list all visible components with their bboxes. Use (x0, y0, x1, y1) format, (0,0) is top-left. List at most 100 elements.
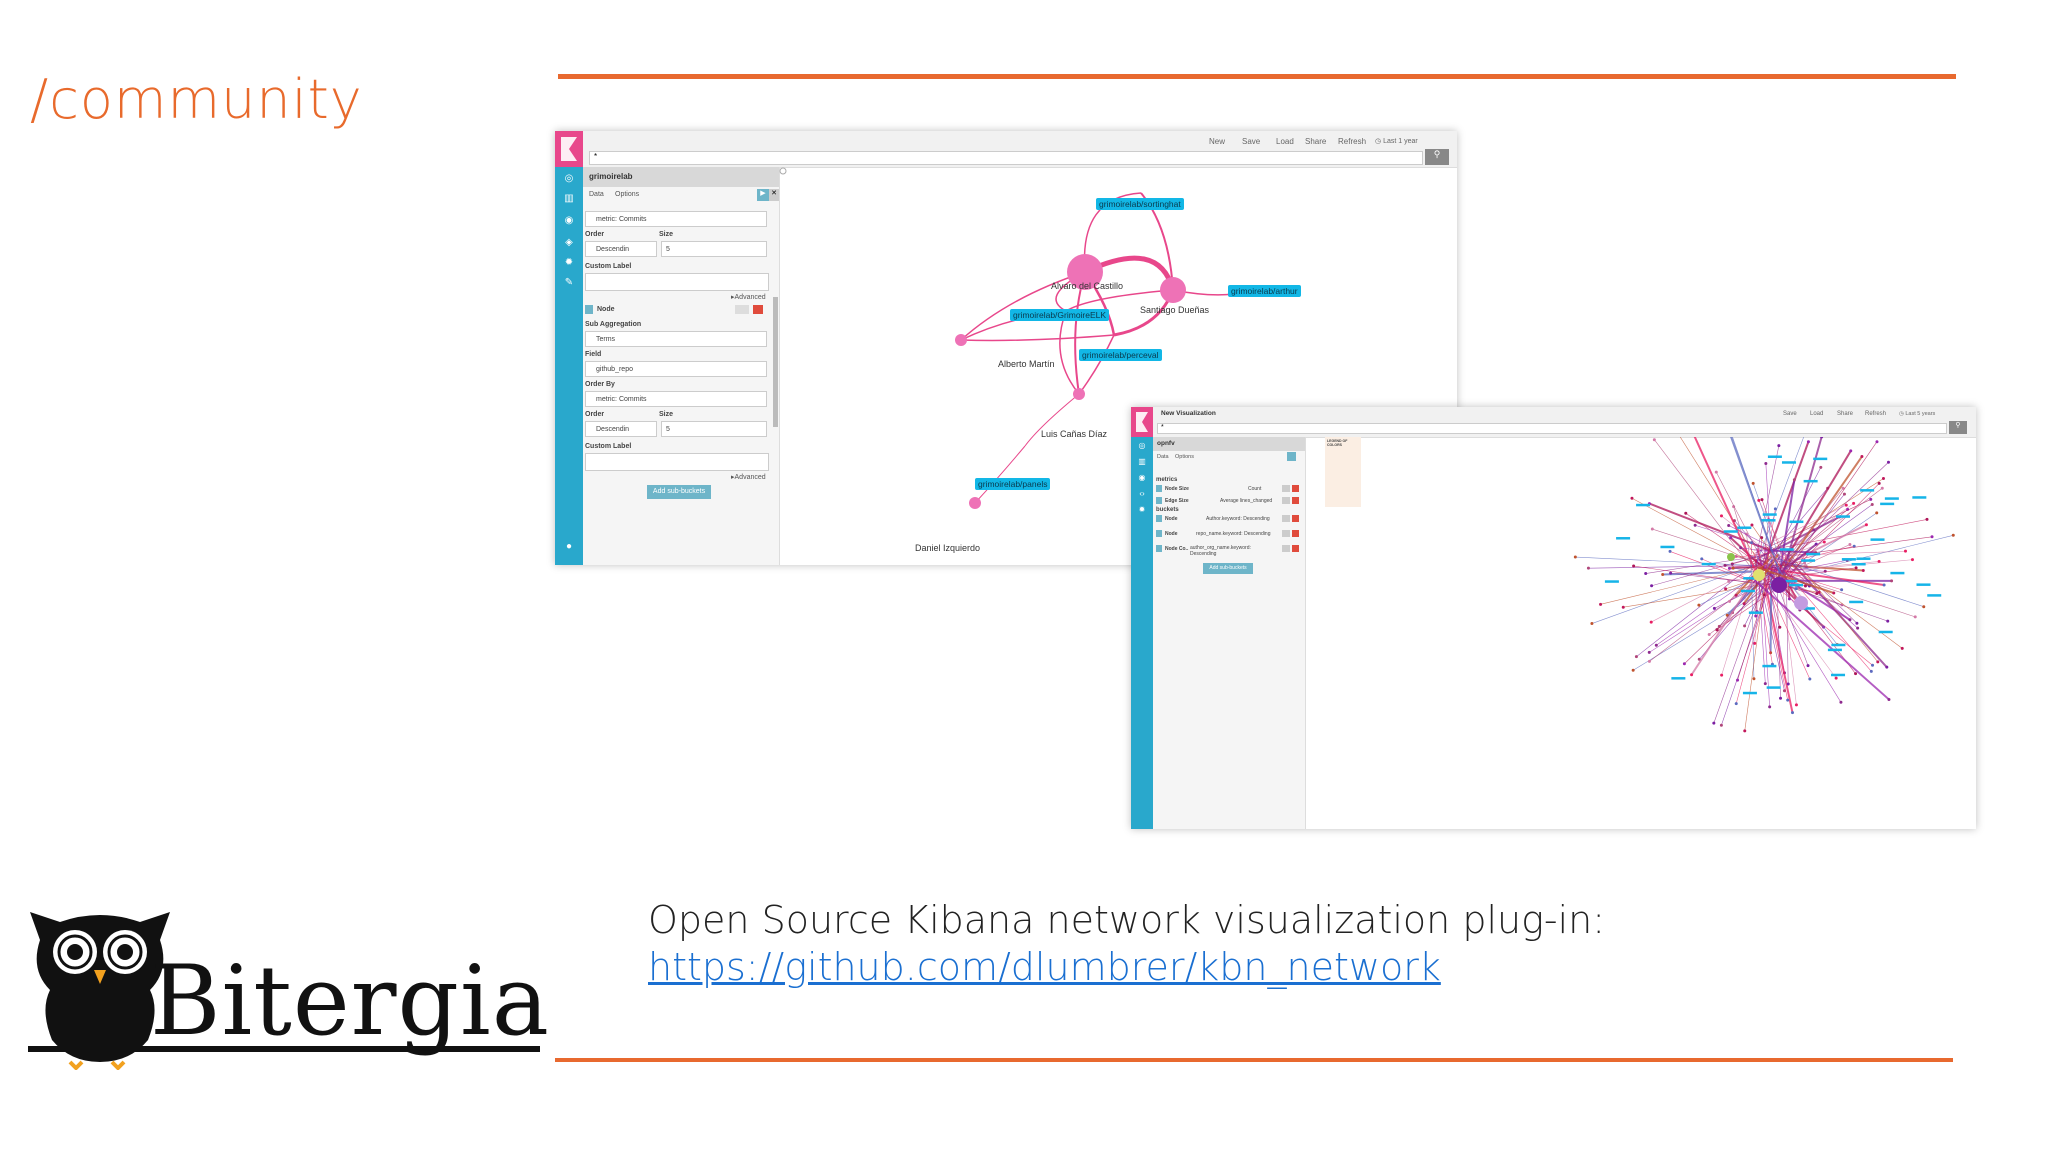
nav-save[interactable]: Save (1783, 411, 1797, 417)
advanced-toggle-2[interactable]: ▸Advanced (731, 474, 766, 481)
nav-new[interactable]: New (1209, 137, 1226, 146)
discover-icon[interactable]: ◎ (1138, 441, 1146, 450)
kibana-logo-icon[interactable] (555, 131, 583, 167)
metric-row[interactable]: Node Size Count (1156, 485, 1301, 494)
nav-load[interactable]: Load (1276, 137, 1294, 146)
graph-node-label (1856, 557, 1871, 560)
visualize-icon[interactable]: ▥ (564, 193, 574, 204)
wrench-icon[interactable]: ✎ (564, 277, 574, 288)
tab-data[interactable]: Data (1157, 454, 1169, 460)
tab-data[interactable]: Data (589, 191, 604, 198)
graph-node (1869, 497, 1873, 501)
graph-edge (1690, 581, 1753, 676)
kibana-sidebar: ◎ ▥ ◉ ◈ ✹ ✎ ● (555, 167, 583, 565)
graph-hub-node (1727, 553, 1735, 561)
discover-icon[interactable]: ◎ (564, 173, 574, 184)
graph-node-label (1779, 548, 1794, 551)
repo-node-label[interactable]: grimoirelab/GrimoireELK (1010, 309, 1110, 321)
custom-label-input[interactable] (585, 273, 769, 291)
graph-node (1654, 643, 1658, 647)
settings-gear-icon[interactable]: ✹ (564, 257, 574, 268)
size-label-2: Size (659, 411, 674, 418)
logo-baseline (28, 1046, 540, 1052)
repo-node-label[interactable]: grimoirelab/perceval (1079, 349, 1162, 361)
bucket-chevron-icon[interactable] (585, 305, 593, 314)
tab-options[interactable]: Options (615, 191, 640, 198)
order-by-select[interactable]: metric: Commits (585, 391, 767, 407)
panel-scrollbar[interactable] (773, 297, 778, 427)
graph-edge (1762, 467, 1822, 580)
nav-load[interactable]: Load (1810, 411, 1824, 417)
nav-save[interactable]: Save (1242, 137, 1261, 146)
nav-refresh[interactable]: Refresh (1865, 411, 1887, 417)
graph-node (1779, 696, 1783, 700)
graph-edge (1784, 584, 1888, 622)
discard-button[interactable]: ✕ (769, 189, 779, 201)
graph-node-label (1849, 600, 1864, 604)
apply-button[interactable] (1287, 452, 1296, 461)
order-select[interactable]: Descendin (585, 241, 657, 257)
repo-node-label[interactable]: grimoirelab/sortinghat (1096, 198, 1184, 210)
add-sub-buckets-button[interactable]: Add sub-buckets (647, 485, 711, 499)
search-button[interactable]: ⚲ (1425, 149, 1449, 165)
bucket-row[interactable]: Node repo_name.keyword: Descending (1156, 530, 1301, 539)
order-select-2[interactable]: Descendin (585, 421, 657, 437)
bucket-row[interactable]: Node Author.keyword: Descending (1156, 515, 1301, 524)
graph-node-label (1789, 520, 1804, 524)
visualize-icon[interactable]: ▥ (1138, 457, 1146, 466)
dashboard-icon[interactable]: ◉ (1138, 473, 1146, 482)
graph-node (1697, 603, 1701, 607)
kibana-logo-icon[interactable] (1131, 407, 1153, 437)
apply-button[interactable]: ▶ (757, 189, 769, 201)
graph-node-label (1884, 497, 1899, 500)
graph-node (1875, 511, 1879, 515)
graph-edge (1645, 556, 1756, 574)
graph-node (1855, 621, 1859, 625)
graph-node-label (1831, 643, 1846, 647)
search-input[interactable]: * (1157, 423, 1947, 434)
nav-share[interactable]: Share (1305, 137, 1327, 146)
person-node-label[interactable]: Alberto Martín (998, 359, 1055, 369)
advanced-toggle[interactable]: ▸Advanced (731, 294, 766, 301)
graph-node (1743, 729, 1747, 733)
graph-node-label (1813, 457, 1828, 461)
collapse-icon[interactable]: ● (565, 541, 573, 552)
field-select[interactable]: github_repo (585, 361, 767, 377)
graph-node-label (1742, 691, 1757, 695)
settings-gear-icon[interactable]: ✹ (1138, 505, 1146, 514)
repo-node-label[interactable]: grimoirelab/arthur (1228, 285, 1301, 297)
toggle-icon[interactable] (735, 305, 749, 314)
time-picker[interactable]: ◷ Last 5 years (1899, 411, 1935, 417)
add-sub-buckets-button[interactable]: Add sub-buckets (1203, 563, 1253, 574)
repo-node-label[interactable]: grimoirelab/panels (975, 478, 1051, 490)
dev-tools-icon[interactable]: ‹› (1139, 489, 1145, 498)
metric-row[interactable]: Edge Size Average lines_changed (1156, 497, 1301, 506)
person-node-label[interactable]: Santiago Dueñas (1140, 305, 1210, 315)
graph-edge (1767, 582, 1781, 628)
time-picker[interactable]: ◷ Last 1 year (1375, 137, 1418, 145)
graph-node-label (1789, 583, 1804, 587)
person-node-label[interactable]: Luis Cañas Díaz (1041, 429, 1108, 439)
graph-node-label (1604, 580, 1619, 583)
graph-node (1693, 523, 1697, 527)
graph-edge (1623, 583, 1765, 608)
graph-node (1822, 540, 1826, 544)
tab-options[interactable]: Options (1175, 454, 1194, 460)
search-button[interactable]: ⚲ (1949, 421, 1967, 434)
bucket-row[interactable]: Node Co.. author_org_name.keyword: Desce… (1156, 545, 1301, 557)
nav-share[interactable]: Share (1837, 411, 1854, 417)
person-node-label[interactable]: Alvaro del Castillo (1051, 281, 1124, 291)
delete-icon[interactable] (753, 305, 763, 314)
metric-select[interactable]: metric: Commits (585, 211, 767, 227)
custom-label-input-2[interactable] (585, 453, 769, 471)
dashboard-icon[interactable]: ◉ (564, 215, 574, 226)
search-input[interactable]: * (589, 151, 1423, 165)
nav-refresh[interactable]: Refresh (1338, 137, 1367, 146)
size-input[interactable]: 5 (661, 241, 767, 257)
field-label: Field (585, 351, 602, 358)
repo-link[interactable]: https://github.com/dlumbrer/kbn_network (648, 945, 1441, 989)
sub-aggregation-select[interactable]: Terms (585, 331, 767, 347)
timelion-icon[interactable]: ◈ (565, 237, 573, 248)
person-node-label[interactable]: Daniel Izquierdo (915, 543, 981, 553)
size-input-2[interactable]: 5 (661, 421, 767, 437)
